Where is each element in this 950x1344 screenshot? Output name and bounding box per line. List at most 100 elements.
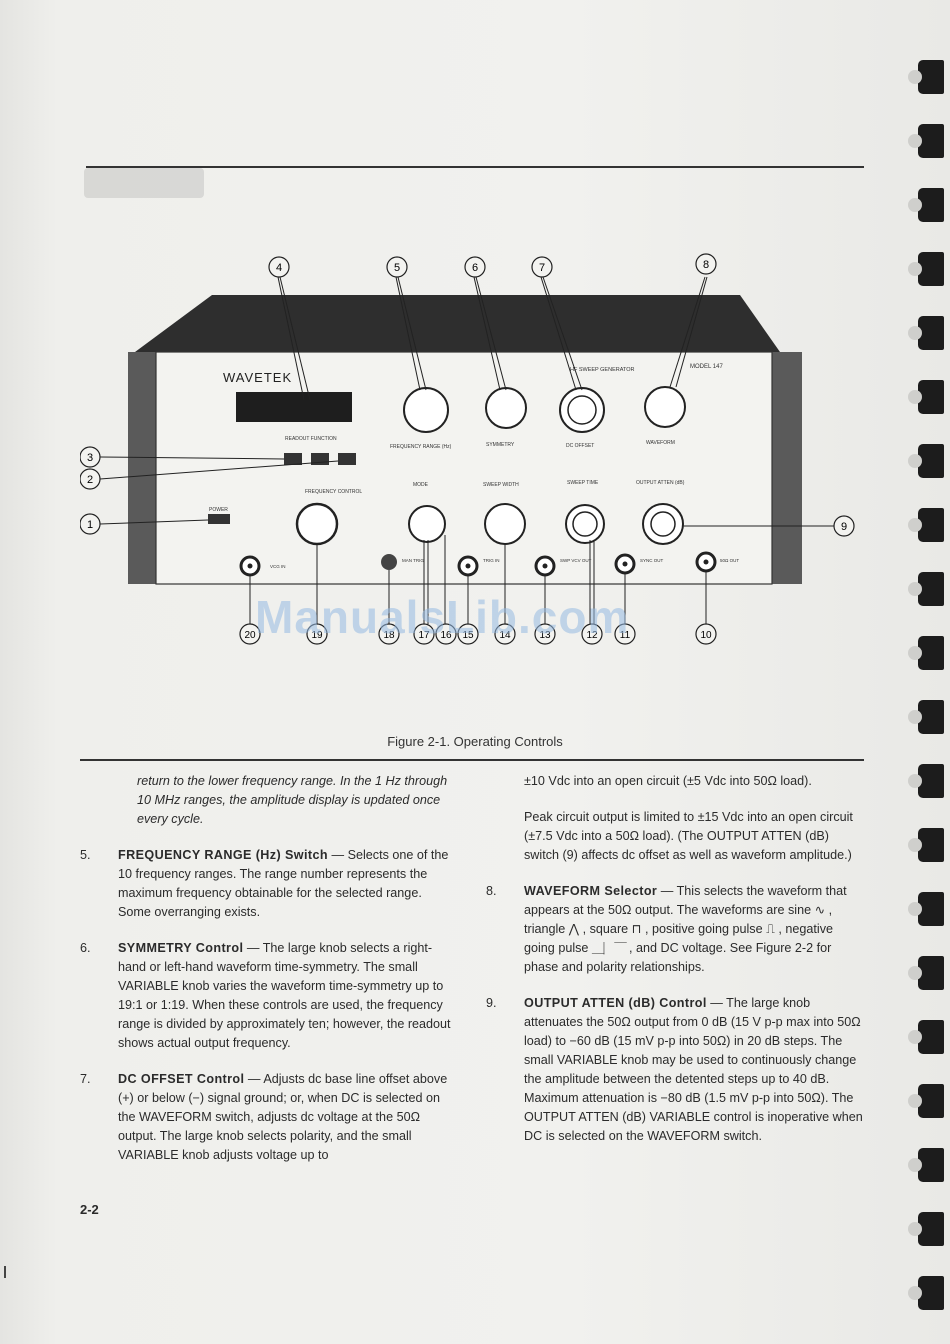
sweep-width-knob[interactable] — [484, 503, 526, 545]
callout-1: 1 — [87, 519, 93, 531]
figure-caption: Figure 2-1. Operating Controls — [387, 734, 563, 749]
callout-circle — [695, 253, 717, 275]
callout-19: 19 — [311, 630, 323, 641]
item-9: 9. OUTPUT ATTEN (dB) Control — The large… — [486, 994, 866, 1146]
binding-coil — [908, 124, 944, 158]
binding-coil — [908, 636, 944, 670]
callout-circle — [457, 623, 479, 645]
callout-3: 3 — [87, 452, 93, 464]
binding-coil — [908, 1148, 944, 1182]
callout-circle — [306, 623, 328, 645]
callout-9: 9 — [841, 521, 847, 533]
item-number: 8. — [486, 884, 497, 898]
callout-4: 4 — [276, 262, 282, 274]
callout-18: 18 — [383, 630, 395, 641]
callout-circle — [378, 623, 400, 645]
item-text: — Adjusts dc base line offset above (+) … — [118, 1072, 448, 1162]
power-label: POWER — [209, 507, 228, 513]
item-heading: DC OFFSET Control — [118, 1072, 245, 1086]
dc-offset-knob[interactable] — [559, 387, 605, 433]
binding-coil — [908, 764, 944, 798]
callout-17: 17 — [418, 630, 430, 641]
callout-6: 6 — [472, 262, 478, 274]
callout-circle — [80, 513, 101, 535]
operating-controls-figure: WAVETEK MODEL 147 HF SWEEP GENERATOR REA… — [80, 253, 855, 645]
sweep-width-label: SWEEP WIDTH — [483, 482, 519, 488]
callout-circle — [614, 623, 636, 645]
callout-circle — [833, 515, 855, 537]
readout-button-3[interactable] — [338, 453, 356, 465]
sync-out-label: SYNC OUT — [640, 558, 664, 563]
callout-circle — [80, 446, 101, 468]
binding-coil — [908, 380, 944, 414]
sweep-time-label: SWEEP TIME — [567, 480, 599, 486]
man-trig-button[interactable] — [381, 554, 397, 570]
vcg-in-label: VCG IN — [270, 564, 286, 569]
cabinet-right-side — [768, 352, 802, 584]
waveform-knob[interactable] — [644, 386, 686, 428]
dc-offset-label: DC OFFSET — [566, 443, 594, 449]
binding-coil — [908, 1084, 944, 1118]
output-atten-knob[interactable] — [642, 503, 684, 545]
crop-mark — [4, 1266, 6, 1278]
right-column: ±10 Vdc into an open circuit (±5 Vdc int… — [486, 772, 866, 1146]
page-number: 2-2 — [80, 1202, 99, 1217]
callout-circle — [413, 623, 435, 645]
binding-coil — [908, 1276, 944, 1310]
binding-coil — [908, 508, 944, 542]
item-heading: SYMMETRY Control — [118, 941, 244, 955]
peak-output-note: Peak circuit output is limited to ±15 Vd… — [524, 810, 853, 862]
readout-display — [236, 392, 352, 422]
item-7: 7. DC OFFSET Control — Adjusts dc base l… — [80, 1070, 455, 1165]
callout-circle — [531, 256, 553, 278]
item-heading: FREQUENCY RANGE (Hz) Switch — [118, 848, 328, 862]
callout-circle — [386, 256, 408, 278]
readout-function-label: READOUT FUNCTION — [285, 436, 337, 442]
mode-knob[interactable] — [408, 505, 446, 543]
callout-11: 11 — [620, 630, 631, 641]
callout-5: 5 — [394, 262, 400, 274]
symmetry-knob[interactable] — [485, 387, 527, 429]
callout-10: 10 — [700, 630, 712, 641]
callout-circle — [581, 623, 603, 645]
freq-range-label: FREQUENCY RANGE (Hz) — [390, 444, 452, 450]
item-text: — Selects one of the 10 frequency ranges… — [118, 848, 449, 919]
sweep-time-knob[interactable] — [565, 504, 605, 544]
callout-13: 13 — [539, 630, 551, 641]
freq-control-label: FREQUENCY CONTROL — [305, 489, 362, 495]
callout-circle — [80, 468, 101, 490]
bleed-through-block — [84, 168, 204, 198]
brand-label: WAVETEK — [223, 370, 292, 385]
dc-offset-continued: ±10 Vdc into an open circuit (±5 Vdc int… — [524, 774, 812, 788]
model-label: MODEL 147 — [690, 364, 723, 370]
man-trig-label: MAN TRIG — [402, 558, 424, 563]
callout-circle — [435, 623, 457, 645]
binding-coil — [908, 828, 944, 862]
generator-title: HF SWEEP GENERATOR — [570, 367, 635, 373]
watermark: ManualsLib.com — [255, 591, 630, 643]
symmetry-label: SYMMETRY — [486, 442, 515, 448]
power-switch[interactable] — [208, 514, 230, 524]
callout-circle — [239, 623, 261, 645]
item-number: 7. — [80, 1072, 91, 1086]
50-ohm-out-label: 50Ω OUT — [720, 558, 739, 563]
callout-circle — [494, 623, 516, 645]
swp-vcv-out-label: SWP VCV OUT — [560, 558, 592, 563]
cabinet-top — [135, 295, 780, 352]
item-5: 5. FREQUENCY RANGE (Hz) Switch — Selects… — [80, 846, 455, 922]
binding-coil — [908, 60, 944, 94]
binding-coil — [908, 444, 944, 478]
item-8: 8. WAVEFORM Selector — This selects the … — [486, 882, 866, 977]
callout-16: 16 — [440, 630, 452, 641]
binding-coil — [908, 316, 944, 350]
readout-button-1[interactable] — [284, 453, 302, 465]
frequency-control-knob[interactable] — [295, 502, 339, 546]
waveform-label: WAVEFORM — [646, 440, 675, 446]
callout-20: 20 — [244, 630, 256, 641]
frequency-range-knob[interactable] — [403, 387, 449, 433]
binding-coil — [908, 892, 944, 926]
callout-circle — [464, 256, 486, 278]
callouts-side: 3 2 1 9 — [80, 446, 855, 537]
binding-coil — [908, 700, 944, 734]
item-number: 6. — [80, 941, 91, 955]
